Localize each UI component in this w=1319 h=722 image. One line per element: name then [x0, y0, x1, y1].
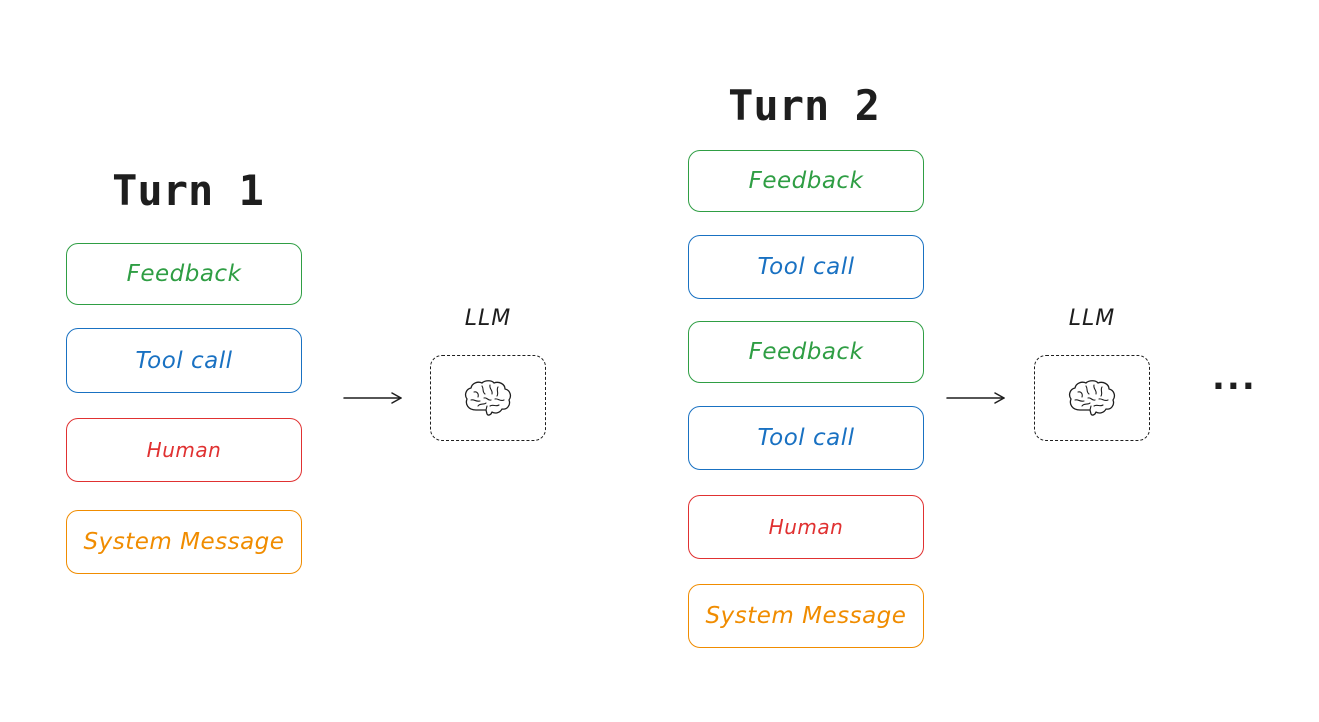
turn-1-title: Turn 1 [112, 166, 264, 215]
message-label: Human [146, 438, 222, 462]
message-label: Tool call [757, 254, 855, 280]
turn-2-tool-call-message-2: Tool call [688, 406, 924, 470]
turn-1-tool-call-message: Tool call [66, 328, 302, 393]
message-label: Feedback [748, 339, 864, 365]
turn-1-llm-box [430, 355, 546, 441]
arrow-right-icon [946, 392, 1005, 404]
message-label: Human [768, 515, 844, 539]
message-label: Tool call [757, 425, 855, 451]
turn-2-feedback-message-1: Feedback [688, 150, 924, 212]
message-label: System Message [83, 529, 285, 555]
message-label: Tool call [135, 347, 233, 374]
turn-1-system-message: System Message [66, 510, 302, 574]
turn-2-tool-call-message-1: Tool call [688, 235, 924, 299]
message-label: Feedback [748, 168, 864, 194]
brain-icon [1068, 380, 1116, 416]
brain-icon [464, 380, 512, 416]
message-label: System Message [705, 603, 907, 629]
turn-1-feedback-message: Feedback [66, 243, 302, 305]
turn-2-feedback-message-2: Feedback [688, 321, 924, 383]
turn-2-human-message: Human [688, 495, 924, 559]
turn-1-human-message: Human [66, 418, 302, 482]
message-label: Feedback [126, 261, 242, 287]
arrow-right-icon [343, 392, 402, 404]
turn-2-llm-box [1034, 355, 1150, 441]
turn-2-llm-label: LLM [1068, 306, 1116, 331]
continuation-ellipsis: ... [1212, 358, 1257, 398]
turn-2-system-message: System Message [688, 584, 924, 648]
turn-2-title: Turn 2 [728, 81, 880, 130]
turn-1-llm-label: LLM [464, 306, 512, 331]
